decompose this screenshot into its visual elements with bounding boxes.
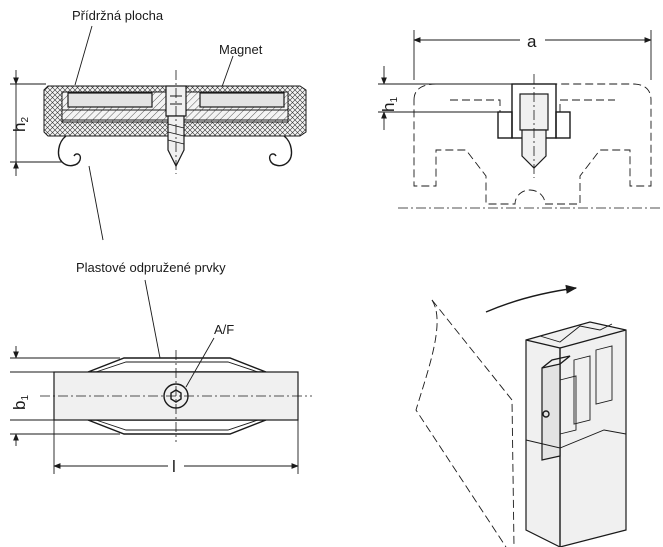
iso-insert-top	[541, 355, 571, 369]
insert-wing-left	[497, 111, 513, 139]
hook-left	[57, 135, 82, 167]
h2-label: h2	[10, 117, 31, 132]
a-label: a	[527, 32, 537, 51]
holding-surface-leader	[74, 25, 93, 86]
swing-arrow	[485, 284, 578, 313]
spring-elements-leader-bottom	[144, 279, 161, 359]
iso-insert	[541, 363, 561, 461]
panel-outline-left	[415, 299, 507, 547]
plan-view	[10, 337, 312, 474]
iso-cut-line	[525, 429, 627, 449]
h1-label: h1	[379, 97, 400, 112]
iso-slot	[595, 345, 613, 405]
l-label: l	[172, 457, 176, 476]
af-label: A/F	[214, 322, 234, 337]
hook-right	[268, 135, 293, 167]
af-leader	[185, 337, 215, 388]
iso-profile-body	[525, 321, 627, 547]
iso-screw	[542, 410, 550, 418]
iso-profile-top-edge	[559, 329, 627, 349]
isometric-view	[415, 284, 627, 547]
profile-view	[378, 30, 663, 209]
iso-spring	[559, 375, 577, 435]
spring-elements-label: Plastové odpružené prvky	[76, 260, 226, 275]
section-view	[10, 25, 307, 241]
hex-socket	[170, 389, 182, 403]
b1-label: b1	[10, 395, 31, 410]
magnet-left	[67, 92, 153, 108]
magnet-right	[199, 92, 285, 108]
spring-bottom-inner	[95, 419, 259, 431]
magnet-label: Magnet	[219, 42, 263, 57]
insert-wing-right	[555, 111, 571, 139]
spring-elements-leader-top	[88, 165, 104, 241]
spring-top	[87, 357, 267, 373]
holding-surface-label: Přídržná plocha	[72, 8, 164, 23]
screw-body	[167, 115, 185, 168]
spring-bottom	[87, 419, 267, 435]
profile-slot	[450, 99, 615, 112]
panel-outline-right	[431, 299, 515, 547]
iso-top-slot	[539, 323, 613, 343]
iso-inner-slot	[573, 355, 591, 425]
spring-top-inner	[95, 361, 259, 373]
